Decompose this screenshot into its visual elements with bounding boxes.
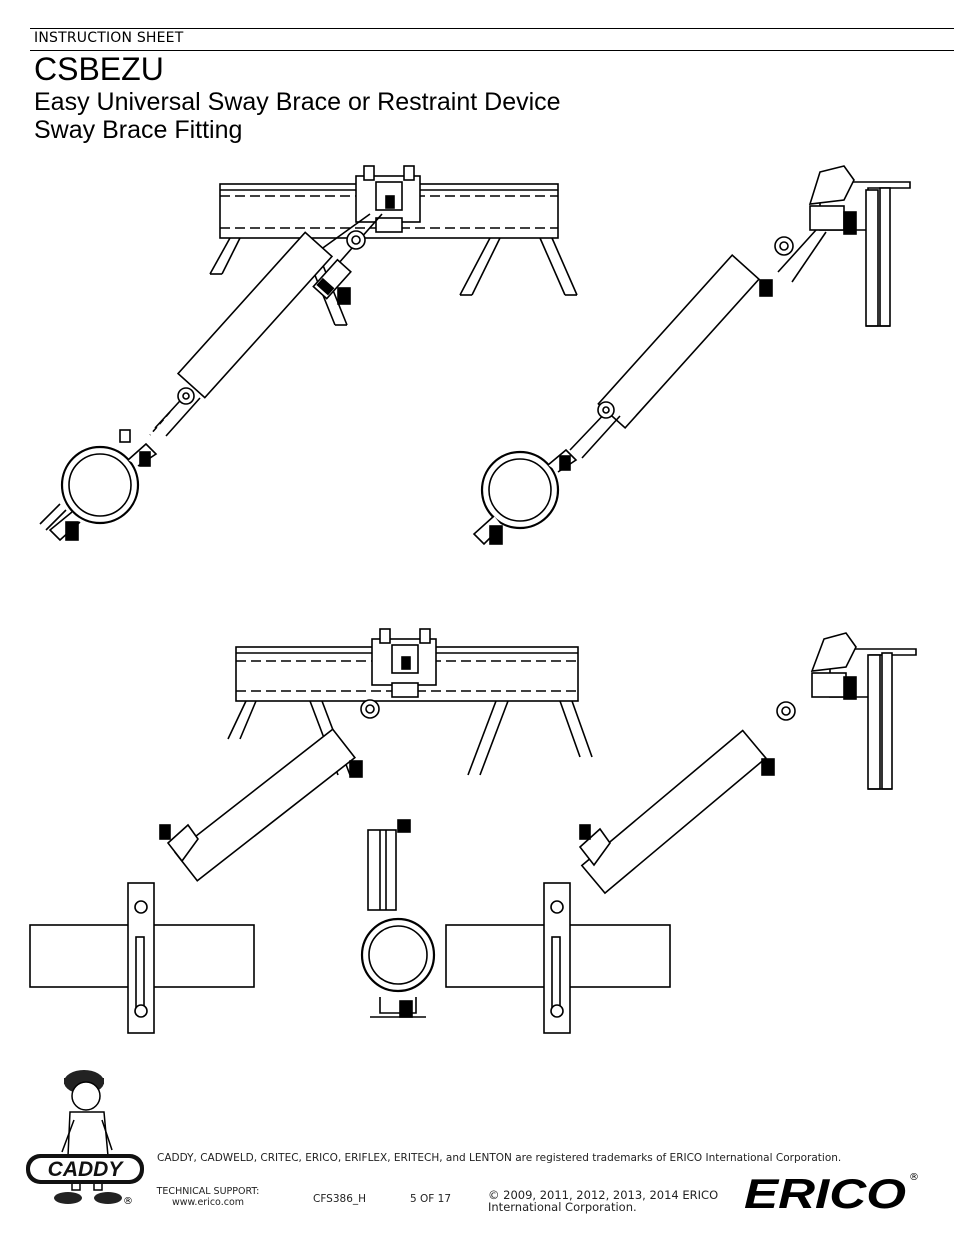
support-label: TECHNICAL SUPPORT: xyxy=(156,1186,260,1197)
sheet-label: INSTRUCTION SHEET xyxy=(34,30,184,46)
figure-angle-mount-bottom xyxy=(445,632,917,1034)
support-url[interactable]: www.erico.com xyxy=(171,1197,245,1208)
subtitle-line-1: Easy Universal Sway Brace or Restraint D… xyxy=(34,88,561,116)
trademark-notice: CADDY, CADWELD, CRITEC, ERICO, ERIFLEX, … xyxy=(157,1152,842,1164)
copyright-line-2: International Corporation. xyxy=(488,1200,637,1214)
product-code: CSBEZU xyxy=(34,51,164,87)
erico-logo: ERICO xyxy=(744,1170,906,1216)
copyright-notice: © 2009, 2011, 2012, 2013, 2014 ERICO Int… xyxy=(488,1189,728,1213)
copyright-line-1: © 2009, 2011, 2012, 2013, 2014 ERICO xyxy=(488,1188,719,1202)
figure-beam-mount-bottom xyxy=(29,628,593,1034)
document-number: CFS386_H xyxy=(313,1193,367,1205)
erico-logo-text: ERICO xyxy=(744,1170,906,1216)
technical-support: TECHNICAL SUPPORT: www.erico.com xyxy=(150,1186,266,1208)
figure-angle-mount-top xyxy=(472,165,911,546)
subtitle-line-2: Sway Brace Fitting xyxy=(34,116,243,144)
top-rule xyxy=(30,28,954,29)
page-indicator: 5 OF 17 xyxy=(410,1193,452,1205)
caddy-registered-mark: ® xyxy=(123,1196,133,1207)
figure-beam-mount-top xyxy=(39,165,578,542)
erico-registered-mark: ® xyxy=(909,1172,919,1183)
caddy-logo: CADDY xyxy=(26,1070,144,1204)
header-rule xyxy=(30,50,954,51)
caddy-logo-text: CADDY xyxy=(48,1158,125,1181)
